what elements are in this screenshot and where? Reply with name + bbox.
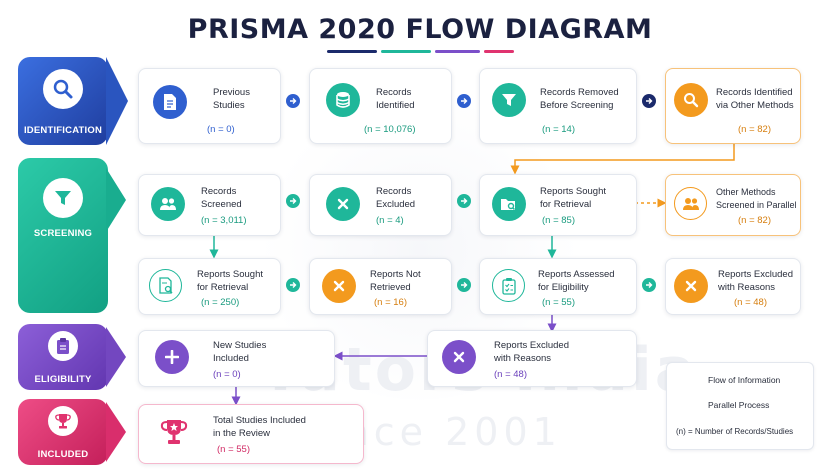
stage-chevron-screening — [106, 168, 126, 232]
stage-label-included: INCLUDED — [37, 449, 89, 460]
card-count: (n = 55) — [217, 444, 251, 455]
title-underline-pink — [484, 50, 514, 53]
stage-label-identification: IDENTIFICATION — [23, 125, 103, 136]
card-count: (n = 250) — [201, 297, 240, 308]
legend — [666, 362, 814, 450]
card-count: (n = 0) — [213, 369, 241, 380]
card-count: (n = 3,011) — [201, 215, 247, 226]
folder-search-icon — [492, 187, 526, 221]
arrow-right-icon — [286, 194, 300, 208]
funnel-icon — [43, 178, 83, 218]
title-underline-purple — [435, 50, 480, 53]
stage-chevron-included — [106, 402, 126, 462]
arrow-right-icon — [642, 278, 656, 292]
legend-note: (n) = Number of Records/Studies — [676, 427, 794, 436]
title-underline-navy — [327, 50, 377, 53]
arrow-right-icon — [286, 278, 300, 292]
arrow-right-icon — [457, 278, 471, 292]
search-icon — [674, 83, 708, 117]
clipboard-icon — [48, 331, 78, 361]
card-count: (n = 85) — [542, 215, 576, 226]
close-icon — [322, 269, 356, 303]
stage-screening: SCREENING — [18, 158, 108, 313]
trophy-icon — [157, 415, 191, 449]
card-count: (n = 14) — [542, 124, 576, 135]
page-title: PRISMA 2020 FLOW DIAGRAM — [187, 14, 653, 45]
card-count: (n = 48) — [494, 369, 528, 380]
arrow-right-icon — [642, 94, 656, 108]
stage-included: INCLUDED — [18, 399, 108, 465]
stage-identification: IDENTIFICATION — [18, 57, 108, 145]
close-icon — [442, 340, 476, 374]
card-count: (n = 4) — [376, 215, 404, 226]
card-count: (n = 82) — [738, 124, 772, 135]
card-count: (n = 82) — [738, 215, 772, 226]
legend-parallel-label: Parallel Process — [708, 400, 770, 410]
database-icon — [326, 83, 360, 117]
stage-label-eligibility: ELIGIBILITY — [34, 374, 92, 385]
close-icon — [326, 187, 360, 221]
funnel-icon — [492, 83, 526, 117]
stage-eligibility: ELIGIBILITY — [18, 324, 108, 390]
stage-label-screening: SCREENING — [33, 228, 93, 239]
users-icon — [674, 187, 707, 220]
close-icon — [674, 269, 708, 303]
arrow-right-icon — [457, 94, 471, 108]
stage-chevron-eligibility — [106, 327, 126, 387]
trophy-icon — [48, 406, 78, 436]
arrow-right-icon — [457, 194, 471, 208]
stage-chevron-identification — [106, 57, 128, 145]
checklist-icon — [492, 269, 525, 302]
document-icon — [153, 85, 187, 119]
users-icon — [151, 187, 185, 221]
card-count: (n = 10,076) — [364, 124, 416, 135]
legend-flow-label: Flow of Information — [708, 375, 781, 385]
magnifier-icon — [43, 69, 83, 109]
card-count: (n = 55) — [542, 297, 576, 308]
card-count: (n = 48) — [734, 297, 768, 308]
document-search-icon — [149, 269, 182, 302]
arrow-right-icon — [286, 94, 300, 108]
card-count: (n = 0) — [207, 124, 235, 135]
title-underline-teal — [381, 50, 431, 53]
card-count: (n = 16) — [374, 297, 408, 308]
plus-icon — [155, 340, 189, 374]
